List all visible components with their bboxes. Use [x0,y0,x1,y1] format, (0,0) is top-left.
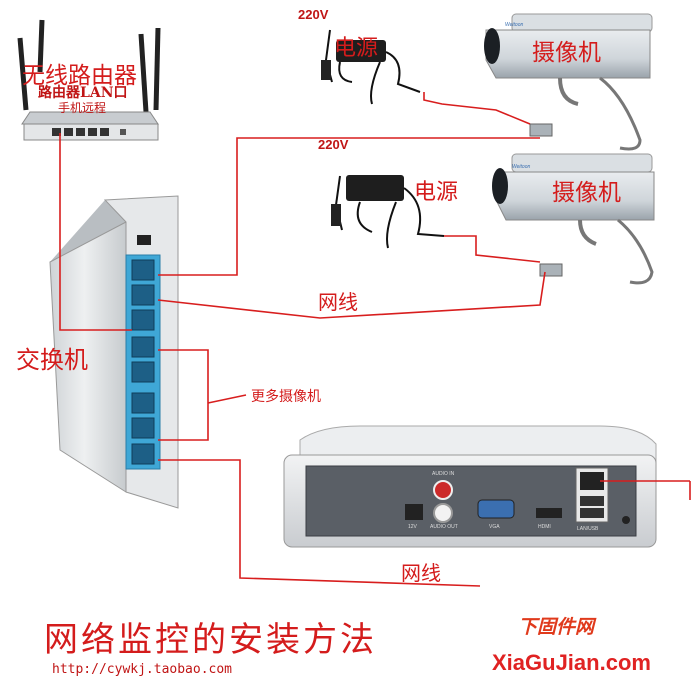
nvr-audio-in-label: AUDIO IN [432,471,455,477]
shop-url[interactable]: http://cywkj.taobao.com [52,662,233,677]
wire-psu-to-camera-bottom [444,235,541,263]
more-cameras-label: 更多摄像机 [251,389,321,405]
power-supply-label-bottom: 电源 [414,180,459,205]
nvr-vga-label: VGA [489,524,500,530]
camera-brand-top: Weitoon [505,22,524,28]
router-antenna [37,19,45,73]
more-cameras-pointer [207,394,247,404]
audio-in-jack [433,480,453,500]
rj45-connector-icon [539,263,563,277]
router-antenna [138,33,149,113]
network-switch [49,195,179,509]
plug-icon [321,60,331,80]
camera-brand-bottom: Weitoon [512,164,531,170]
plug-icon [331,204,341,226]
vga-port [477,499,515,519]
wire-psu-to-camera-top [423,92,531,125]
nvr-lan-label: LAN/USB [577,526,599,532]
network-cable-label-lower: 网线 [401,561,441,585]
router-lan-port-label: 路由器LAN口 [38,85,128,101]
router-antenna [17,37,29,111]
remote-access-label: 手机远程 [58,101,107,115]
hdmi-port [536,508,562,518]
wireless-router [17,19,161,141]
wire-switch-to-camera-bottom [157,271,546,319]
router-antenna [153,27,161,111]
switch-ports [131,259,155,465]
power-supply-top [321,29,421,105]
audio-out-jack [433,503,453,523]
camera-label-bottom: 摄像机 [552,180,621,206]
power-supply-bottom [331,175,445,249]
wire-switch-to-camera-top [158,137,540,276]
network-cable-label-upper: 网线 [318,290,358,314]
camera-label-top: 摄像机 [532,40,601,66]
camera-bottom [492,153,655,285]
voltage-label-bottom: 220V [318,137,349,152]
page-title: 网络监控的安装方法 [44,620,377,660]
nvr-audio-out-label: AUDIO OUT [430,524,458,530]
switch-power-indicator [137,235,151,245]
wire-switch-to-nvr [158,459,481,587]
nvr-recorder [283,425,657,548]
router-label: 无线路由器 [22,63,137,89]
voltage-label-top: 220V [298,7,329,22]
switch-label: 交换机 [16,346,88,374]
nvr-dc-label: 12V [408,524,417,530]
more-cameras-bracket [158,349,209,441]
power-supply-label-top: 电源 [334,36,379,61]
camera-top [484,13,653,151]
watermark-site[interactable]: XiaGuJian.com [492,650,651,675]
wiring [59,92,691,587]
router-lan-ports [52,128,126,136]
dc-power-jack [405,504,423,520]
nvr-hdmi-label: HDMI [538,524,551,530]
rj45-connector-icon [529,123,553,137]
wire-router-to-switch [59,133,132,331]
watermark-brand: 下固件网 [518,617,595,638]
